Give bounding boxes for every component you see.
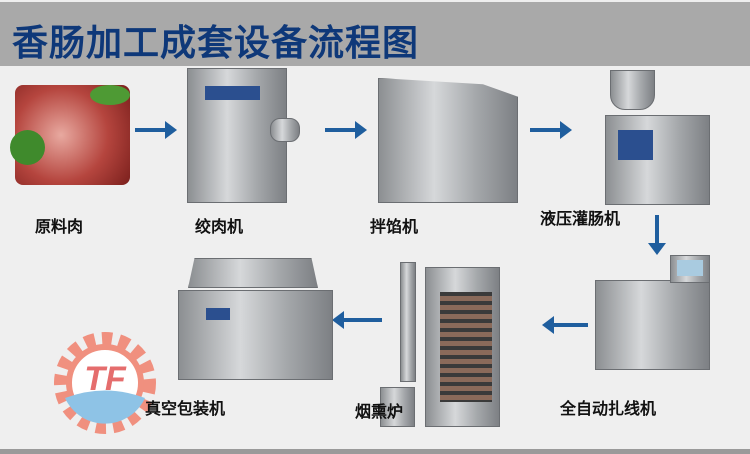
twister-image <box>580 255 720 370</box>
flow-arrow-right <box>325 121 367 139</box>
header-bar: 香肠加工成套设备流程图 <box>0 0 750 66</box>
step-label-mixer: 拌馅机 <box>370 217 419 236</box>
smokehouse-image <box>380 262 500 430</box>
flow-arrow-left <box>542 316 588 334</box>
meat-grinder-image <box>175 68 300 210</box>
flow-arrow-right <box>135 121 177 139</box>
step-label-vacuum-packer: 真空包装机 <box>145 399 226 418</box>
step-label-smokehouse: 烟熏炉 <box>355 402 404 421</box>
vacuum-packer-image <box>178 258 336 386</box>
step-label-raw-meat: 原料肉 <box>35 217 84 236</box>
flow-arrow-left <box>332 311 382 329</box>
raw-meat-image <box>10 85 130 185</box>
step-label-grinder: 绞肉机 <box>195 217 244 236</box>
flow-arrow-right <box>530 121 572 139</box>
step-label-filler: 液压灌肠机 <box>540 209 621 228</box>
footer-bar <box>0 449 750 454</box>
page-title: 香肠加工成套设备流程图 <box>12 23 420 64</box>
hydraulic-filler-image <box>600 70 715 210</box>
step-label-twister: 全自动扎线机 <box>560 399 657 418</box>
mixer-image <box>378 78 518 203</box>
company-logo: TF <box>50 328 160 438</box>
flow-arrow-down <box>648 215 666 255</box>
svg-text:TF: TF <box>84 360 127 398</box>
